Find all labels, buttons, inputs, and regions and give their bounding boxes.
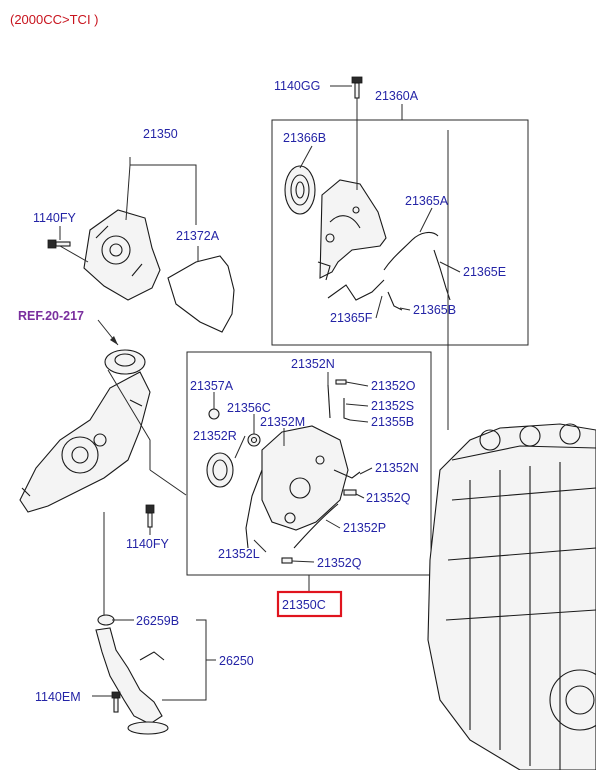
label-21352l[interactable]: 21352L (218, 547, 260, 561)
label-21365b[interactable]: 21365B (413, 303, 456, 317)
label-21352q-bottom[interactable]: 21352Q (317, 556, 362, 570)
reference-label[interactable]: REF.20-217 (18, 309, 84, 323)
gasket-21352n-mid-part (333, 469, 361, 479)
label-21352n-top[interactable]: 21352N (291, 357, 335, 371)
gasket-21352o-part (335, 379, 347, 385)
middle-cover-part (261, 425, 349, 531)
bolt-1140fy-top-part (47, 239, 71, 249)
gasket-21352p-part (293, 503, 339, 549)
gasket-strip-21365b-part (387, 291, 403, 311)
label-21372a[interactable]: 21372A (176, 229, 220, 243)
reference-arrow (97, 319, 119, 346)
washer-21356c-part (247, 433, 261, 447)
timing-belt-cover-group-box (271, 119, 529, 346)
label-21350[interactable]: 21350 (143, 127, 178, 141)
label-26250[interactable]: 26250 (219, 654, 254, 668)
label-21352m[interactable]: 21352M (260, 415, 305, 429)
o-ring-26259b-part (97, 614, 115, 626)
label-21352q-mid[interactable]: 21352Q (366, 491, 411, 505)
oil-strainer-26250-part (95, 627, 169, 735)
lower-timing-cover-21350-part (83, 209, 161, 301)
label-21357a[interactable]: 21357A (190, 379, 234, 393)
oil-seal-21352r-part (206, 452, 234, 488)
label-21365a[interactable]: 21365A (405, 194, 449, 208)
label-1140gg[interactable]: 1140GG (274, 79, 320, 93)
highlight-box-21350c (276, 590, 343, 618)
gasket-21365a-part (383, 231, 439, 271)
label-1140fy-top[interactable]: 1140FY (33, 211, 77, 225)
label-21350c[interactable]: 21350C (282, 598, 326, 612)
gasket-21352q-bottom-part (281, 557, 293, 564)
label-26259b[interactable]: 26259B (136, 614, 179, 628)
label-21355b[interactable]: 21355B (371, 415, 414, 429)
gasket-21352s-part (343, 398, 351, 421)
upper-timing-cover-21360a-part (317, 179, 387, 281)
label-21356c[interactable]: 21356C (227, 401, 271, 415)
engine-block-part (427, 423, 596, 770)
label-21352r[interactable]: 21352R (193, 429, 237, 443)
bolt-1140gg-part (351, 76, 363, 99)
label-21365e[interactable]: 21365E (463, 265, 506, 279)
gasket-21372a-part (167, 255, 235, 333)
label-21360a[interactable]: 21360A (375, 89, 419, 103)
label-21366b[interactable]: 21366B (283, 131, 326, 145)
oil-pump-part (19, 349, 151, 513)
label-21352o[interactable]: 21352O (371, 379, 416, 393)
oil-seal-21366b-part (284, 165, 316, 215)
bolt-1140em-part (111, 691, 121, 713)
gasket-21352l-part (245, 469, 263, 549)
gasket-strip-21365f-part (327, 279, 385, 301)
engine-variant-label: (2000CC>TCI ) (10, 12, 99, 27)
label-21352n-mid[interactable]: 21352N (375, 461, 419, 475)
label-21352p[interactable]: 21352P (343, 521, 386, 535)
leader-lines (59, 85, 461, 701)
label-21352s[interactable]: 21352S (371, 399, 414, 413)
gasket-21352q-mid-part (343, 489, 357, 496)
label-1140fy-bottom[interactable]: 1140FY (126, 537, 170, 551)
gasket-21352n-top-part (327, 384, 331, 419)
label-21365f[interactable]: 21365F (330, 311, 373, 325)
label-1140em[interactable]: 1140EM (35, 690, 81, 704)
plug-21357a-part (208, 408, 220, 420)
bolt-1140fy-bottom-part (145, 504, 155, 528)
washer-21356c-hole (250, 436, 258, 444)
